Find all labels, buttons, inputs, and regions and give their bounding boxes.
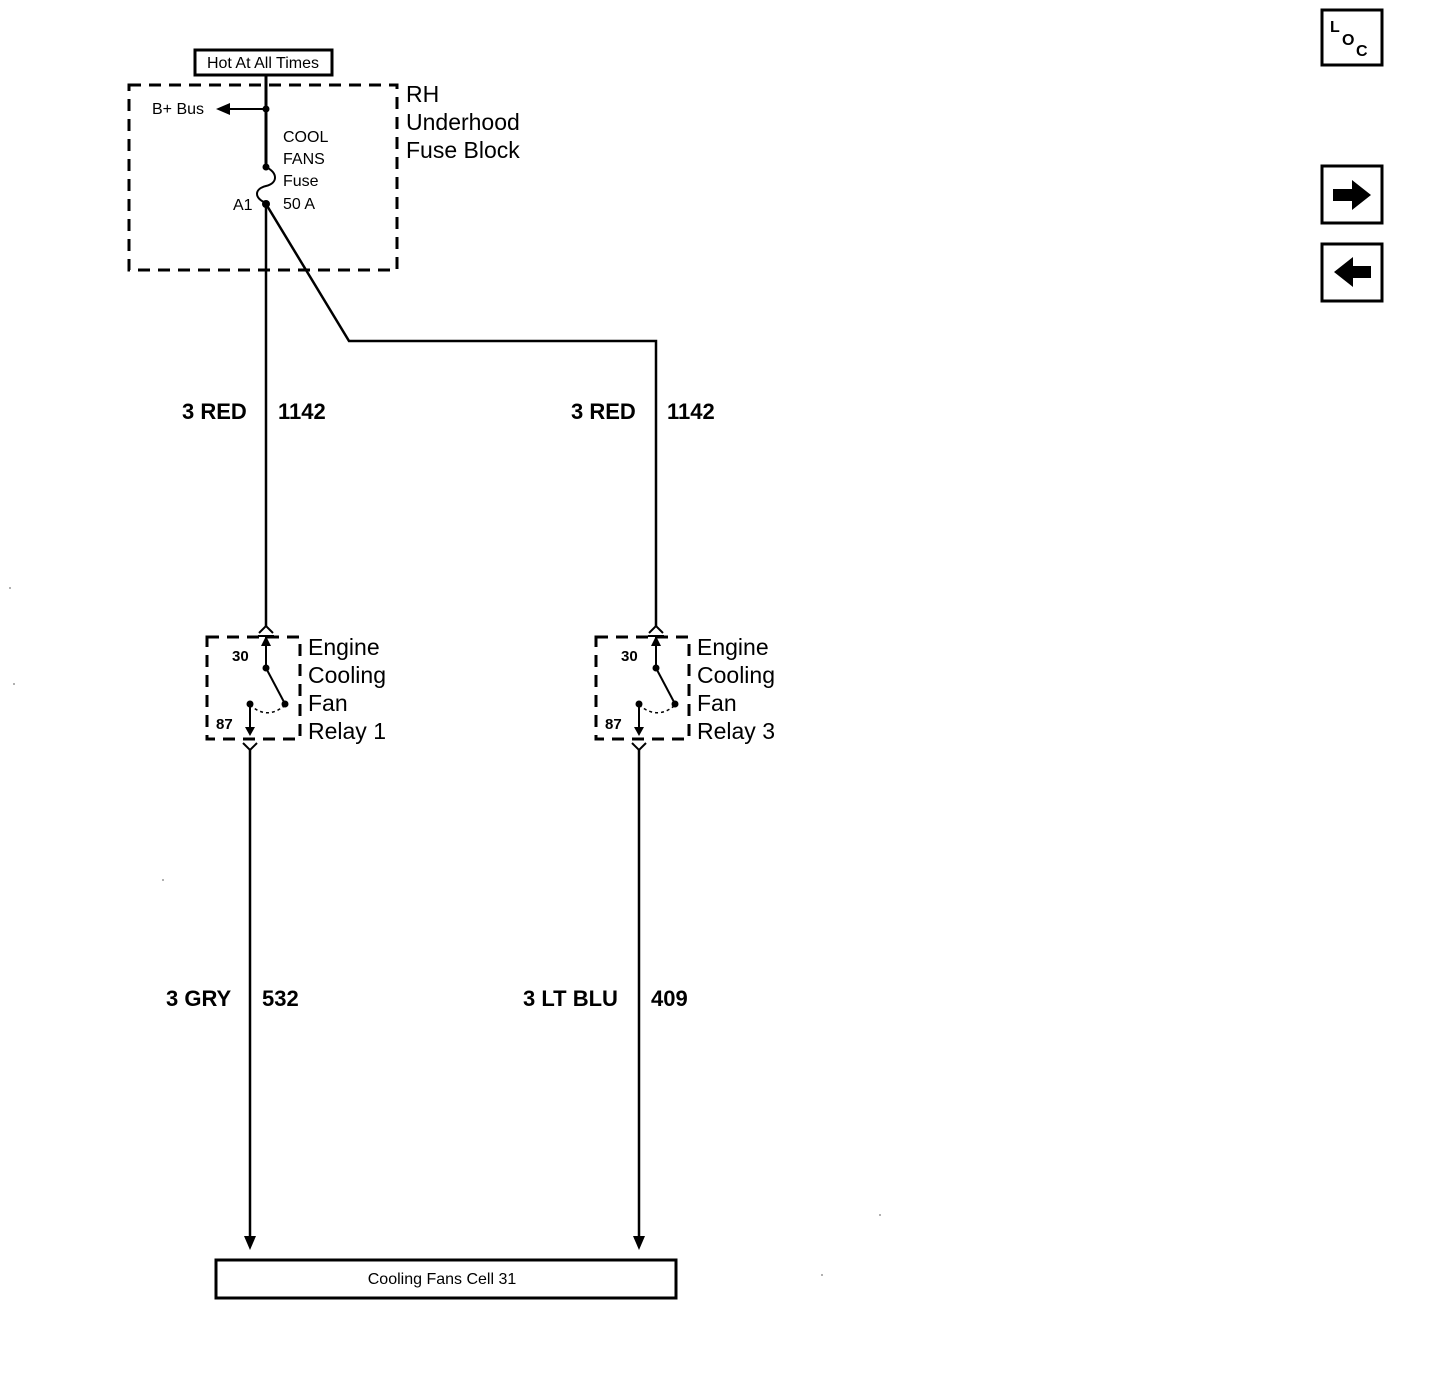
power-source-label: Hot At All Times bbox=[193, 48, 334, 77]
fuse-block-name-line-1: RH bbox=[406, 81, 439, 107]
loc-letter-l: L bbox=[1330, 19, 1340, 36]
relay-3-pin-30: 30 bbox=[621, 648, 638, 665]
wire-label-left-top-color: 3 RED bbox=[182, 399, 247, 424]
fuse-label-line-3: Fuse bbox=[283, 173, 319, 190]
output-wires bbox=[244, 750, 645, 1250]
destination-label: Cooling Fans Cell 31 bbox=[368, 1271, 517, 1288]
relay-3: 30 87 Engine Cooling Fan Relay 3 bbox=[594, 624, 775, 752]
wire-label-left-bottom-circuit: 532 bbox=[262, 986, 299, 1011]
loc-letter-c: C bbox=[1356, 43, 1368, 60]
arrow-right-icon bbox=[1333, 180, 1371, 210]
fuse-label-line-4: 50 A bbox=[283, 196, 315, 213]
wire-label-left-top-circuit: 1142 bbox=[278, 399, 326, 424]
relay-1-name-line-1: Engine bbox=[308, 634, 380, 660]
forward-button[interactable] bbox=[1320, 164, 1384, 225]
wire-label-right-bottom-color: 3 LT BLU bbox=[523, 986, 618, 1011]
wire-label-right-bottom-circuit: 409 bbox=[651, 986, 688, 1011]
fuse-block-name-line-2: Underhood bbox=[406, 109, 520, 135]
cooling-fans-cell-link[interactable]: Cooling Fans Cell 31 bbox=[214, 1258, 678, 1300]
relay-1-name-line-2: Cooling bbox=[308, 662, 386, 688]
wire-label-left-bottom-color: 3 GRY bbox=[166, 986, 232, 1011]
power-source-text: Hot At All Times bbox=[207, 55, 319, 72]
arrow-left-icon bbox=[1334, 257, 1371, 287]
scan-noise bbox=[9, 587, 881, 1276]
relay-3-name-line-4: Relay 3 bbox=[697, 718, 775, 744]
relay-1-name-line-3: Fan bbox=[308, 690, 348, 716]
relay-1-pin-87: 87 bbox=[216, 716, 233, 733]
loc-letter-o: O bbox=[1342, 32, 1354, 49]
relay-1-pin-30: 30 bbox=[232, 648, 249, 665]
loc-button[interactable]: L O C bbox=[1320, 8, 1384, 67]
wire-label-right-top-circuit: 1142 bbox=[667, 399, 715, 424]
relay-3-name-line-1: Engine bbox=[697, 634, 769, 660]
back-button[interactable] bbox=[1320, 242, 1384, 303]
fuse-label-line-2: FANS bbox=[283, 151, 325, 168]
bus-label: B+ Bus bbox=[152, 101, 204, 118]
fuse-block-name-line-3: Fuse Block bbox=[406, 137, 520, 163]
relay-3-pin-87: 87 bbox=[605, 716, 622, 733]
fuse-label-line-1: COOL bbox=[283, 129, 328, 146]
relay-1: 30 87 Engine Cooling Fan Relay 1 bbox=[205, 624, 386, 752]
wire-label-right-top-color: 3 RED bbox=[571, 399, 636, 424]
fuse-terminal-label: A1 bbox=[233, 197, 253, 214]
relay-1-name-line-4: Relay 1 bbox=[308, 718, 386, 744]
fuse-symbol bbox=[256, 163, 276, 208]
relay-3-name-line-3: Fan bbox=[697, 690, 737, 716]
fuse-block: RH Underhood Fuse Block B+ Bus COOL FANS… bbox=[127, 75, 520, 272]
feed-wires bbox=[264, 203, 658, 627]
relay-3-name-line-2: Cooling bbox=[697, 662, 775, 688]
